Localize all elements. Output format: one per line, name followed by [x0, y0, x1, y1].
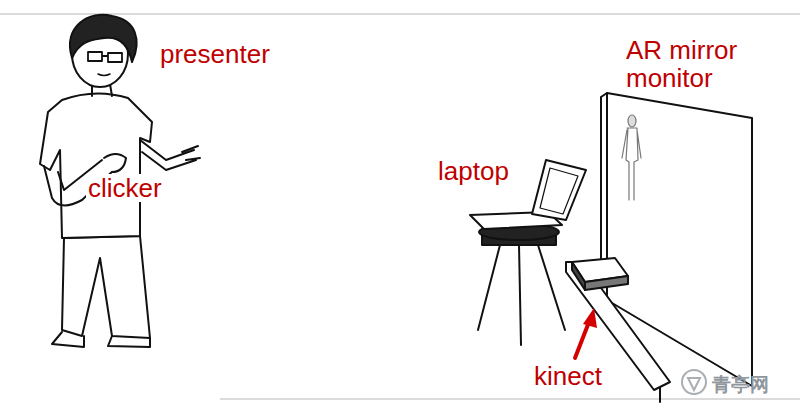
laptop-screen: [532, 160, 586, 220]
kinect-side: [572, 262, 585, 290]
arrow-head: [583, 308, 597, 328]
frame-line: [0, 13, 800, 15]
glasses: [88, 52, 122, 62]
mirror-reflection-figure: [622, 115, 641, 200]
logo-mark: [688, 378, 700, 390]
kinect-arrow: [575, 308, 597, 358]
kinect-front: [585, 276, 628, 290]
part-label: presenter: [160, 40, 270, 68]
pants: [62, 236, 150, 338]
part-label: AR mirror monitor: [626, 36, 766, 92]
mirror-setup: [566, 93, 752, 402]
t-shirt: [40, 93, 152, 238]
table-leg: [659, 388, 661, 402]
frame-line: [220, 398, 800, 400]
laptop-display: [540, 168, 578, 214]
part-label: clicker: [86, 174, 164, 202]
part-label: laptop: [438, 157, 509, 185]
hair: [70, 15, 137, 62]
watermark: 青亭网: [712, 370, 769, 398]
mouth: [98, 74, 110, 76]
arrow-shaft: [575, 322, 589, 358]
laptop-stand: [470, 160, 586, 345]
logo-ring: [682, 370, 706, 394]
watermark-logo: [682, 370, 706, 394]
part-label: kinect: [534, 362, 602, 390]
shoes: [52, 332, 150, 347]
stool-legs: [478, 245, 565, 345]
right-arm: [140, 140, 200, 170]
hand-with-clicker: [104, 154, 126, 172]
